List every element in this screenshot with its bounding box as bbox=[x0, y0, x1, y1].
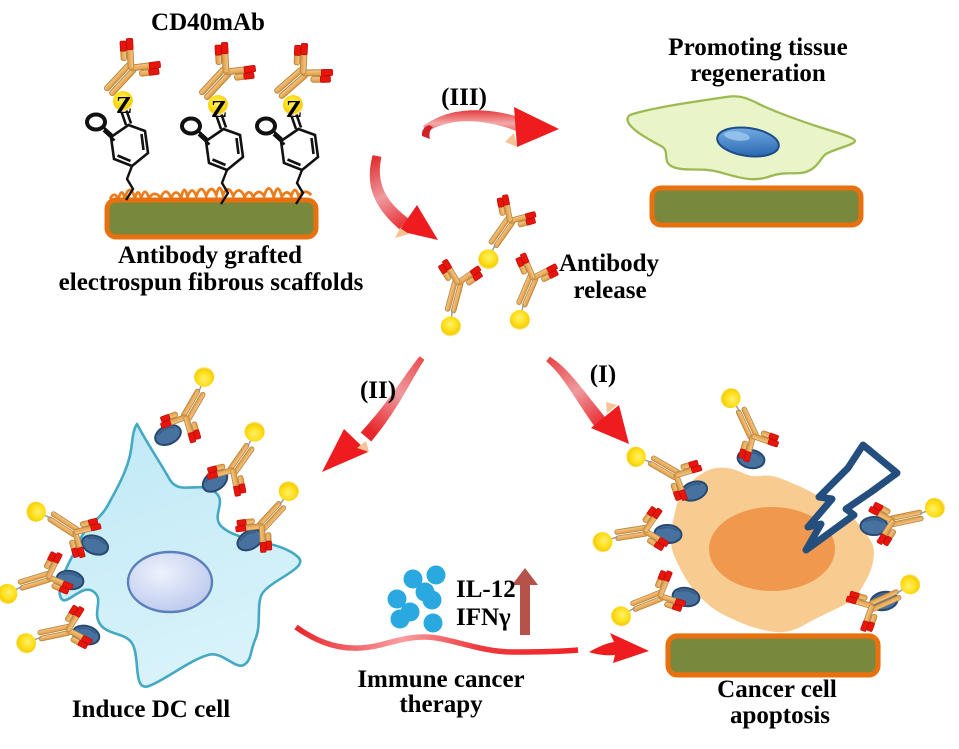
svg-text:regeneration: regeneration bbox=[690, 60, 826, 87]
svg-text:Cancer cell: Cancer cell bbox=[717, 676, 837, 703]
svg-text:electrospun fibrous scaffolds: electrospun fibrous scaffolds bbox=[59, 269, 364, 296]
svg-text:(III): (III) bbox=[441, 84, 487, 111]
svg-text:release: release bbox=[573, 277, 646, 304]
svg-text:IL-12: IL-12 bbox=[456, 576, 516, 603]
svg-text:IFNγ: IFNγ bbox=[456, 604, 511, 631]
svg-text:CD40mAb: CD40mAb bbox=[151, 9, 265, 36]
svg-text:(II): (II) bbox=[360, 377, 396, 404]
svg-text:Antibody: Antibody bbox=[559, 250, 660, 277]
svg-text:therapy: therapy bbox=[399, 691, 483, 718]
svg-text:Promoting tissue: Promoting tissue bbox=[668, 34, 847, 61]
svg-text:Induce DC cell: Induce DC cell bbox=[72, 696, 230, 723]
svg-text:apoptosis: apoptosis bbox=[730, 702, 830, 729]
svg-text:(I): (I) bbox=[590, 361, 616, 388]
svg-text:Immune cancer: Immune cancer bbox=[357, 666, 524, 693]
svg-text:Antibody grafted: Antibody grafted bbox=[118, 242, 302, 269]
